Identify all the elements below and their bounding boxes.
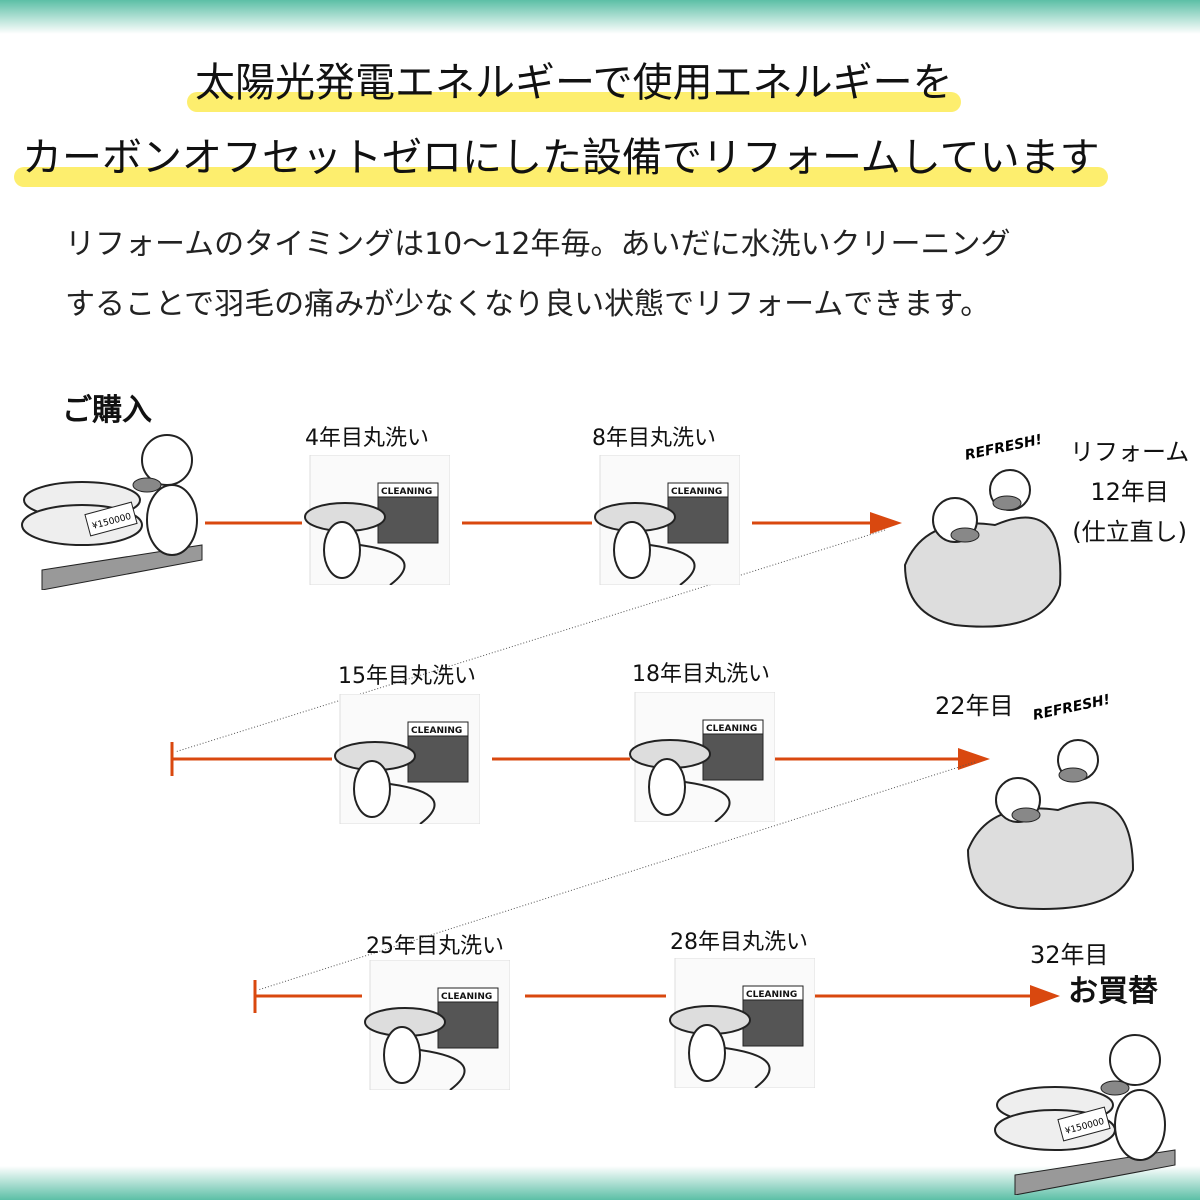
cleaning-sign: CLEANING	[671, 487, 722, 497]
refresh-illustration-12: REFRESH!	[903, 432, 1062, 628]
cleaning-illustration-28: CLEANING	[669, 958, 815, 1088]
cleaning-illustration-4: CLEANING	[304, 455, 450, 585]
label-year-32: 32年目	[1030, 941, 1109, 969]
intro-line-1: リフォームのタイミングは10〜12年毎。あいだに水洗いクリーニング	[65, 227, 1011, 262]
label-wash-8: 8年目丸洗い	[592, 426, 716, 451]
cleaning-illustration-18: CLEANING	[629, 692, 775, 822]
label-wash-15: 15年目丸洗い	[338, 664, 476, 689]
label-wash-18: 18年目丸洗い	[632, 662, 770, 687]
label-wash-28: 28年目丸洗い	[670, 930, 808, 955]
cleaning-sign: CLEANING	[706, 724, 757, 734]
label-replace: お買替	[1068, 974, 1158, 1009]
label-reform-22: 22年目	[935, 692, 1014, 720]
replace-illustration: ¥150000	[994, 1034, 1176, 1195]
refresh-caption: REFRESH!	[964, 432, 1044, 464]
intro-line-2: することで羽毛の痛みが少なくなり良い状態でリフォームできます。	[65, 287, 991, 322]
bottom-band	[0, 1166, 1200, 1200]
cleaning-illustration-15: CLEANING	[334, 694, 480, 824]
cleaning-sign: CLEANING	[746, 990, 797, 1000]
cleaning-sign: CLEANING	[411, 726, 462, 736]
refresh-illustration-22: REFRESH!	[966, 692, 1135, 910]
cleaning-sign: CLEANING	[381, 487, 432, 497]
arrowhead	[870, 512, 902, 534]
headline-line-1: 太陽光発電エネルギーで使用エネルギーを	[187, 50, 961, 112]
label-purchase: ご購入	[62, 393, 152, 428]
wrap-connector	[174, 529, 886, 753]
top-band	[0, 0, 1200, 34]
intro-text: リフォームのタイミングは10〜12年毎。あいだに水洗いクリーニング することで羽…	[65, 215, 1010, 335]
cleaning-sign: CLEANING	[441, 992, 492, 1002]
cleaning-illustration-8: CLEANING	[594, 455, 740, 585]
cleaning-illustration-25: CLEANING	[364, 960, 510, 1090]
label-wash-25: 25年目丸洗い	[366, 934, 504, 959]
arrowhead	[1030, 985, 1060, 1007]
purchase-illustration: ¥150000	[21, 434, 203, 590]
refresh-caption: REFRESH!	[1032, 692, 1112, 724]
label-wash-4: 4年目丸洗い	[305, 426, 429, 451]
headline-line-2: カーボンオフセットゼロにした設備でリフォームしています	[14, 125, 1108, 187]
label-reform-12: リフォーム 12年目 (仕立直し)	[1070, 438, 1190, 546]
